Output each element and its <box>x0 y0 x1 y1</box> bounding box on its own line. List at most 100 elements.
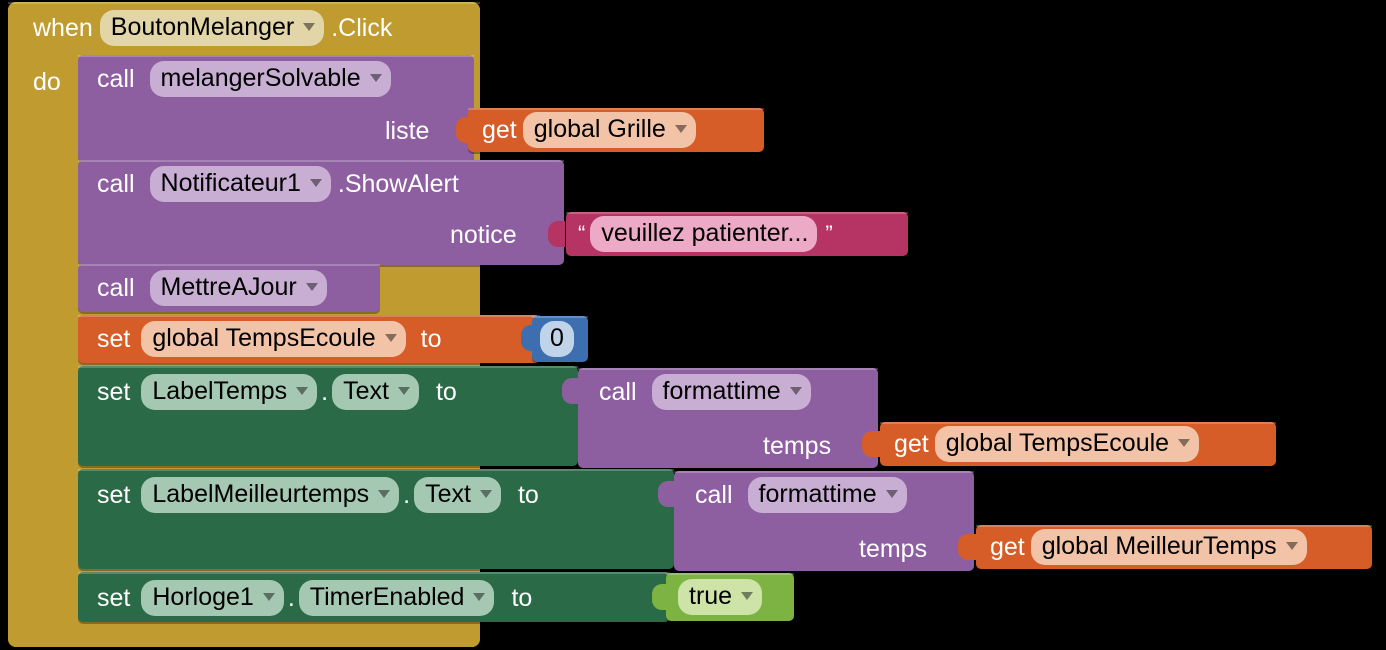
get-global-meilleurtemps-row: get global MeilleurTemps <box>990 525 1307 569</box>
chevron-down-icon <box>303 23 316 31</box>
chevron-down-icon <box>741 592 754 600</box>
number-input[interactable]: 0 <box>540 321 574 357</box>
logic-true-row: true <box>678 573 763 621</box>
property-dropdown-timerenabled[interactable]: TimerEnabled <box>298 580 495 616</box>
component-dropdown-horloge1[interactable]: Horloge1 <box>141 580 284 616</box>
get-global-grille-row: get global Grille <box>482 108 696 152</box>
variable-dropdown-tempsecoule[interactable]: global TempsEcoule <box>934 426 1200 462</box>
call-keyword: call <box>695 480 733 509</box>
get-keyword: get <box>990 532 1025 561</box>
boolean-dropdown[interactable]: true <box>678 579 763 615</box>
call-mettreajour-header: call MettreAJour <box>90 264 327 312</box>
set-labelmeilleurtemps-row: set LabelMeilleurtemps . Text to <box>90 471 546 519</box>
procedure-name-label: MettreAJour <box>160 272 297 301</box>
get-keyword: get <box>482 115 517 144</box>
chevron-down-icon <box>309 179 322 187</box>
arg-temps-label: temps <box>859 534 928 563</box>
chevron-down-icon <box>305 283 318 291</box>
event-component-dropdown[interactable]: BoutonMelanger <box>99 10 325 46</box>
number-literal-row: 0 <box>540 316 574 362</box>
variable-name-label: global TempsEcoule <box>152 323 376 352</box>
chevron-down-icon <box>479 490 492 498</box>
variable-dropdown-tempsecoule[interactable]: global TempsEcoule <box>141 321 406 357</box>
procedure-name-dropdown[interactable]: formattime <box>747 477 907 513</box>
to-keyword: to <box>511 583 533 612</box>
plug-left <box>551 221 565 247</box>
component-name-label: Horloge1 <box>152 582 254 611</box>
call-keyword: call <box>97 169 135 198</box>
text-literal-input[interactable]: veuillez patienter... <box>590 216 818 252</box>
component-dropdown-labelmeilleurtemps[interactable]: LabelMeilleurtemps <box>141 477 400 513</box>
property-separator: . <box>287 583 295 612</box>
set-global-tempsecoule-row: set global TempsEcoule to <box>90 315 449 363</box>
chevron-down-icon <box>674 125 687 133</box>
number-value: 0 <box>550 323 564 352</box>
component-name-label: LabelTemps <box>152 376 288 405</box>
procedure-name-dropdown[interactable]: melangerSolvable <box>149 61 391 97</box>
chevron-down-icon <box>262 593 275 601</box>
chevron-down-icon <box>384 334 397 342</box>
arg-temps-row-2: temps <box>852 525 934 573</box>
component-dropdown-notificateur1[interactable]: Notificateur1 <box>149 166 331 202</box>
event-block-left-arm <box>8 52 86 632</box>
open-quote-glyph: “ <box>578 221 586 246</box>
plug-left <box>521 325 535 351</box>
method-name-label: .ShowAlert <box>337 169 459 198</box>
arg-temps-label: temps <box>763 431 832 460</box>
call-keyword: call <box>97 273 135 302</box>
procedure-name-dropdown[interactable]: MettreAJour <box>149 270 327 306</box>
get-keyword: get <box>894 429 929 458</box>
plug-left <box>962 534 976 560</box>
event-component-label: BoutonMelanger <box>110 12 295 41</box>
chevron-down-icon <box>885 490 898 498</box>
variable-name-label: global MeilleurTemps <box>1041 531 1277 560</box>
do-keyword: do <box>33 67 61 96</box>
set-keyword: set <box>97 324 131 353</box>
property-name-label: Text <box>425 479 471 508</box>
arg-notice-row: notice <box>443 211 524 259</box>
chevron-down-icon <box>1178 439 1191 447</box>
variable-dropdown-grille[interactable]: global Grille <box>522 112 696 148</box>
property-name-label: TimerEnabled <box>309 582 465 611</box>
component-dropdown-labeltemps[interactable]: LabelTemps <box>141 374 318 410</box>
variable-name-label: global TempsEcoule <box>945 428 1170 457</box>
close-quote-glyph: ” <box>825 221 833 246</box>
variable-name-label: global Grille <box>533 114 666 143</box>
property-name-label: Text <box>343 376 389 405</box>
plug-left <box>566 378 580 404</box>
procedure-name-dropdown[interactable]: formattime <box>651 374 811 410</box>
chevron-down-icon <box>1285 542 1298 550</box>
property-dropdown-text[interactable]: Text <box>332 374 419 410</box>
chevron-down-icon <box>369 74 382 82</box>
get-global-tempsecoule-row: get global TempsEcoule <box>894 422 1200 466</box>
plug-left <box>866 431 880 457</box>
chevron-down-icon <box>397 387 410 395</box>
event-header-row: when BoutonMelanger .Click <box>26 4 399 52</box>
property-dropdown-text[interactable]: Text <box>414 477 501 513</box>
chevron-down-icon <box>789 387 802 395</box>
set-horloge1-row: set Horloge1 . TimerEnabled to <box>90 574 539 622</box>
call-keyword: call <box>97 64 135 93</box>
call-melangersolvable-header: call melangerSolvable <box>90 55 391 103</box>
plug-left <box>456 117 470 143</box>
arg-liste-row: liste <box>378 107 436 155</box>
procedure-name-label: melangerSolvable <box>160 63 361 92</box>
chevron-down-icon <box>296 387 309 395</box>
property-separator: . <box>403 480 411 509</box>
variable-dropdown-meilleurtemps[interactable]: global MeilleurTemps <box>1030 529 1307 565</box>
to-keyword: to <box>517 480 539 509</box>
arg-notice-label: notice <box>450 220 517 249</box>
set-labeltemps-row: set LabelTemps . Text to <box>90 368 464 416</box>
plug-left <box>655 584 669 610</box>
when-keyword: when <box>33 13 93 42</box>
procedure-name-label: formattime <box>662 376 781 405</box>
chevron-down-icon <box>378 490 391 498</box>
arg-liste-label: liste <box>385 116 430 145</box>
text-literal-row: “ veuillez patienter... ” <box>578 212 833 256</box>
to-keyword: to <box>435 377 457 406</box>
block-call-formattime-1[interactable] <box>578 368 878 468</box>
call-formattime-2-header: call formattime <box>688 471 907 519</box>
text-literal-value: veuillez patienter... <box>601 218 809 247</box>
procedure-name-label: formattime <box>758 479 877 508</box>
